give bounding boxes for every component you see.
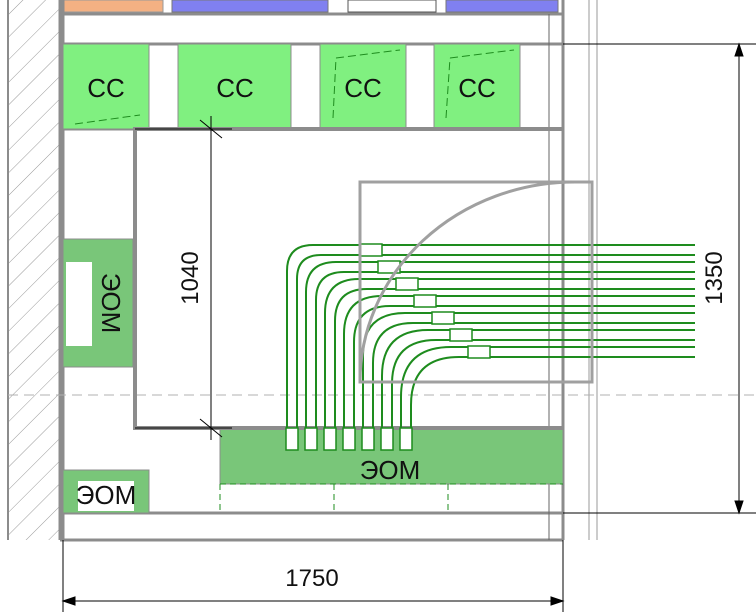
cable-joint <box>467 345 491 359</box>
cable-bundle <box>285 243 695 451</box>
eom-lower-left-block: ЭОМ <box>62 469 150 514</box>
cable-joint <box>413 294 437 308</box>
dimension-bottom-label: 1750 <box>285 565 338 592</box>
cable-line <box>372 322 695 450</box>
cable-joint <box>449 328 473 342</box>
cc-cabinet-2 <box>177 43 292 130</box>
cc-label-2: СС <box>216 73 254 103</box>
cable-line <box>410 356 695 450</box>
cable-line <box>400 346 695 450</box>
top-blue-block-2 <box>445 0 559 13</box>
cable-joint <box>359 243 383 257</box>
dimension-inner <box>135 116 232 440</box>
cable-end-cap <box>361 427 375 451</box>
cable-end-cap <box>323 427 337 451</box>
door-swing <box>358 180 594 384</box>
eom-left-label: ЭОМ <box>96 273 126 334</box>
top-orange-block <box>62 0 164 13</box>
cc-label-3: СС <box>344 73 382 103</box>
dimension-right <box>563 42 756 515</box>
cable-end-cap <box>380 427 394 451</box>
wall-hatch <box>7 0 62 540</box>
cable-joint <box>395 277 419 291</box>
cable-line <box>296 254 695 450</box>
cc-cabinets: СС СС СС СС <box>62 43 521 130</box>
top-blue-block <box>171 0 329 13</box>
dimension-bottom <box>61 540 565 612</box>
cc-cabinet-1 <box>62 43 150 130</box>
cable-line <box>334 288 695 450</box>
dimension-inner-label: 1040 <box>177 251 204 304</box>
cable-line <box>324 278 695 450</box>
cable-end-cap <box>342 427 356 451</box>
cable-line <box>315 271 695 450</box>
top-strip <box>62 0 559 13</box>
cable-end-cap <box>304 427 318 451</box>
eom-bottom-label: ЭОМ <box>360 455 421 485</box>
eom-lower-left-label: ЭОМ <box>76 480 137 510</box>
cable-line <box>353 305 695 450</box>
cc-label-4: СС <box>458 73 496 103</box>
cable-joint <box>431 311 455 325</box>
cc-label-1: СС <box>87 73 125 103</box>
cable-end-cap <box>399 427 413 451</box>
cable-line <box>305 261 695 450</box>
top-white-block <box>347 0 437 13</box>
cable-line <box>286 244 695 450</box>
eom-left-block: ЭОМ <box>62 238 134 368</box>
dimension-right-label: 1350 <box>701 251 728 304</box>
cable-line <box>381 329 695 450</box>
cable-end-cap <box>285 427 299 451</box>
